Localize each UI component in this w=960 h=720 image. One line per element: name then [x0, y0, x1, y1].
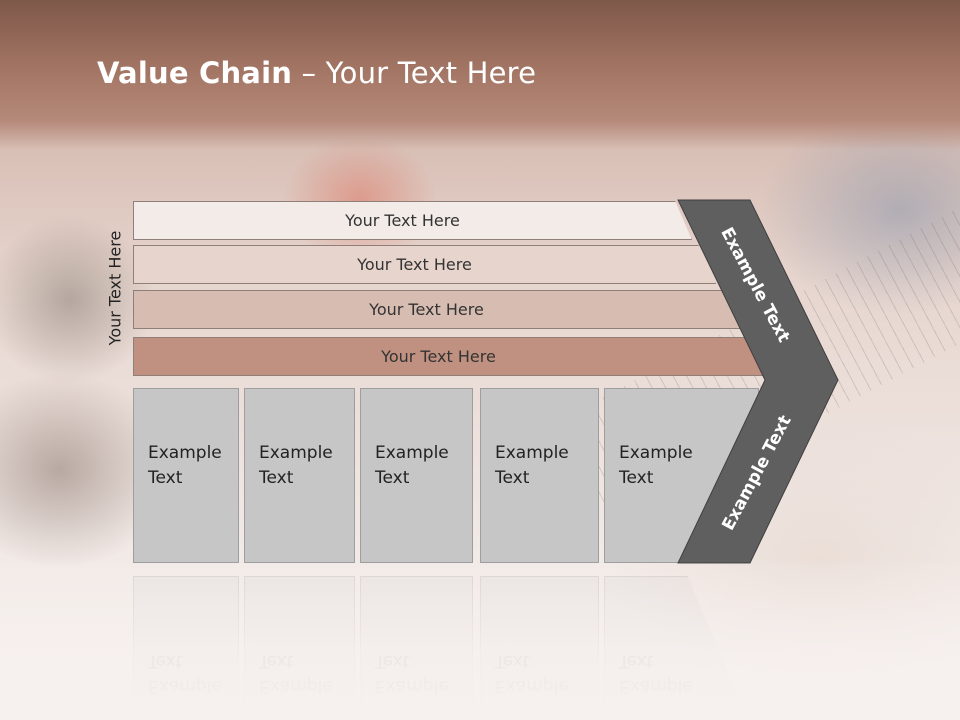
- vertical-label: Your Text Here: [105, 230, 125, 346]
- reflection-fade: [0, 563, 960, 720]
- header-band: [0, 0, 960, 150]
- value-chevron[interactable]: [675, 199, 845, 569]
- chevron-shape: [677, 199, 839, 564]
- column-text-line1: Example: [148, 443, 222, 463]
- column-text-line2: Text: [259, 468, 294, 488]
- row-label: Your Text Here: [345, 211, 460, 230]
- row-2[interactable]: Your Text Here: [133, 245, 716, 284]
- row-label: Your Text Here: [369, 300, 484, 319]
- column-text-line2: Text: [495, 468, 530, 488]
- title-rest: – Your Text Here: [292, 56, 537, 90]
- row-label: Your Text Here: [381, 347, 496, 366]
- column-text-line1: Example: [619, 443, 693, 463]
- column-text-line1: Example: [259, 443, 333, 463]
- title-bold: Value Chain: [97, 56, 293, 90]
- column-text-line2: Text: [619, 468, 654, 488]
- column-text-line1: Example: [375, 443, 449, 463]
- row-4[interactable]: Your Text Here: [133, 337, 764, 376]
- column-text-line2: Text: [148, 468, 183, 488]
- row-1[interactable]: Your Text Here: [133, 201, 692, 240]
- column-text-line2: Text: [375, 468, 410, 488]
- row-3[interactable]: Your Text Here: [133, 290, 740, 329]
- row-label: Your Text Here: [357, 255, 472, 274]
- slide-title: Value Chain – Your Text Here: [97, 56, 536, 90]
- column-text-line1: Example: [495, 443, 569, 463]
